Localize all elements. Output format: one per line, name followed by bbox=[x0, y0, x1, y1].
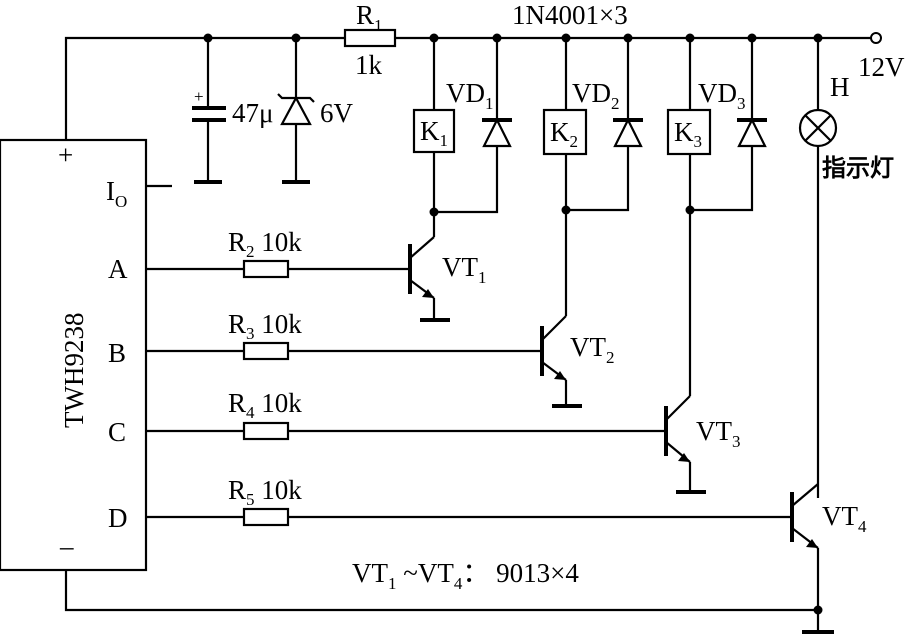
vd3-wire-bottom bbox=[690, 146, 754, 212]
relay-k3-label: K3 bbox=[674, 117, 702, 151]
resistor-r1 bbox=[343, 28, 397, 48]
vt4-collector bbox=[791, 483, 819, 507]
supply-voltage: 12V bbox=[858, 52, 905, 82]
resistor-r5-label: R5 10k bbox=[228, 475, 302, 509]
diode-vd3 bbox=[737, 117, 767, 148]
diode-type-note: 1N4001×3 bbox=[512, 0, 628, 30]
junction-dot bbox=[561, 205, 571, 215]
diode-vd2 bbox=[613, 117, 643, 148]
cap-value: 47μ bbox=[232, 98, 273, 128]
vd2-wire-bottom bbox=[566, 146, 630, 212]
zener-value: 6V bbox=[320, 98, 354, 128]
junction-dot bbox=[429, 207, 439, 217]
diode-vd3-label: VD3 bbox=[698, 78, 746, 113]
junction-dot bbox=[685, 205, 695, 215]
ic-pin-minus: – bbox=[59, 531, 74, 561]
ic-name: TWH9238 bbox=[59, 313, 89, 428]
r1-name: R1 bbox=[356, 0, 383, 35]
r1-value: 1k bbox=[355, 50, 383, 80]
resistor-r5 bbox=[242, 507, 290, 527]
vt3-arrow bbox=[678, 453, 690, 462]
vt1-collector bbox=[409, 236, 435, 259]
vt4-arrow bbox=[806, 539, 818, 548]
resistor-r2 bbox=[242, 259, 290, 279]
resistor-r4 bbox=[242, 421, 290, 441]
resistor-r3 bbox=[242, 341, 290, 361]
diode-vd1 bbox=[482, 117, 512, 148]
vt2-arrow bbox=[554, 371, 566, 380]
junction-dot bbox=[492, 33, 502, 43]
relay-k1-label: K1 bbox=[420, 116, 448, 150]
negative-rail bbox=[64, 570, 818, 612]
resistor-r3-label: R3 10k bbox=[228, 309, 302, 343]
relay-k2-label: K2 bbox=[550, 117, 578, 151]
lamp-name: H bbox=[830, 72, 850, 102]
ic-pin-d: D bbox=[108, 503, 128, 533]
junction-dot bbox=[623, 33, 633, 43]
ic-pin-b: B bbox=[108, 338, 126, 368]
resistor-r4-label: R4 10k bbox=[228, 388, 302, 422]
ic-pin-plus: + bbox=[58, 140, 73, 170]
junction-dot bbox=[561, 33, 571, 43]
lamp-label: 指示灯 bbox=[822, 154, 894, 182]
zener-triangle bbox=[280, 95, 312, 126]
vt1-arrow bbox=[422, 289, 434, 298]
ic-body bbox=[0, 138, 148, 572]
junction-dot bbox=[203, 33, 213, 43]
ic-pin-io: IO bbox=[106, 176, 127, 211]
vt1-label: VT1 bbox=[442, 252, 487, 287]
vt4-label: VT4 bbox=[822, 501, 867, 536]
diode-vd1-label: VD1 bbox=[446, 78, 494, 113]
resistor-r2-label: R2 10k bbox=[228, 227, 302, 261]
lamp-cross-b bbox=[804, 114, 832, 142]
cap-polarity: + bbox=[194, 87, 204, 106]
vt3-label: VT3 bbox=[696, 416, 741, 451]
junction-dot bbox=[813, 605, 823, 615]
transistor-note: VT1 ~VT4： 9013×4 bbox=[352, 558, 579, 593]
relay-k2 bbox=[542, 108, 588, 156]
junction-dot bbox=[813, 33, 823, 43]
junction-dot bbox=[747, 33, 757, 43]
ic-pin-c: C bbox=[108, 417, 126, 447]
vd1-wire-bottom bbox=[434, 146, 499, 214]
diode-vd2-label: VD2 bbox=[572, 78, 620, 113]
junction-dot bbox=[291, 33, 301, 43]
vt2-label: VT2 bbox=[570, 332, 615, 367]
vt2-collector bbox=[541, 315, 567, 341]
positive-rail-left bbox=[64, 36, 345, 140]
supply-terminal bbox=[870, 32, 882, 44]
junction-dot bbox=[685, 33, 695, 43]
junction-dot bbox=[429, 33, 439, 43]
ic-pin-a: A bbox=[108, 254, 128, 284]
vt3-collector bbox=[665, 395, 691, 421]
